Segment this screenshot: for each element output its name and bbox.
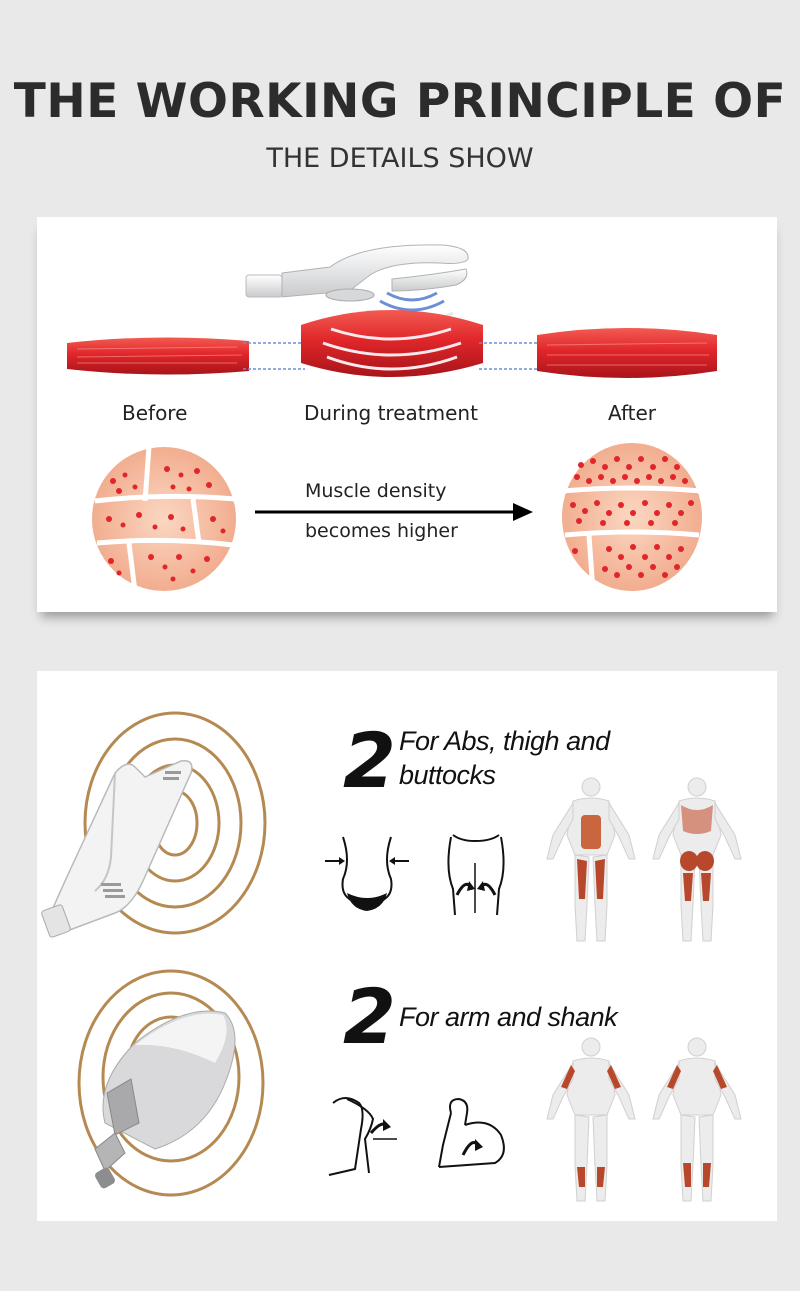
page-subtitle: THE DETAILS SHOW (266, 143, 534, 174)
body-front-abs-image (546, 777, 636, 942)
muscle-before-image (67, 337, 249, 375)
label-during: During treatment (304, 401, 478, 425)
shank-lift-icon (328, 1097, 397, 1176)
label-after: After (608, 401, 657, 425)
body-front-arm-image (546, 1037, 636, 1202)
principle-panel: Before During treatment After (37, 217, 777, 612)
arm-flex-icon (438, 1097, 505, 1168)
label-before: Before (122, 401, 188, 425)
muscle-during-image (301, 310, 483, 377)
page-title: THE WORKING PRINCIPLE OF (13, 74, 787, 129)
large-handle-text-line1: For Abs, thigh and (399, 726, 610, 756)
handpiece-image (245, 244, 469, 302)
density-line2: becomes higher (305, 520, 458, 542)
buttock-lift-icon (447, 834, 505, 916)
large-handle-image (41, 711, 267, 938)
small-handle-image (77, 969, 265, 1197)
tissue-after-image (562, 443, 702, 592)
connector-right (479, 342, 541, 370)
body-back-glutes-image (652, 777, 742, 942)
large-handle-text-line2: buttocks (399, 760, 496, 790)
body-back-arm-image (652, 1037, 742, 1202)
handles-panel: 2 For Abs, thigh and buttocks (37, 671, 777, 1221)
large-handle-number: 2 (343, 716, 396, 805)
density-line1: Muscle density (305, 480, 447, 502)
connector-left (243, 342, 305, 370)
small-handle-text: For arm and shank (399, 1002, 618, 1032)
arrow-right-icon (255, 503, 533, 521)
muscle-after-image (537, 328, 717, 378)
tissue-before-image (92, 446, 236, 592)
waist-slimming-icon (325, 836, 409, 911)
small-handle-number: 2 (343, 972, 396, 1061)
